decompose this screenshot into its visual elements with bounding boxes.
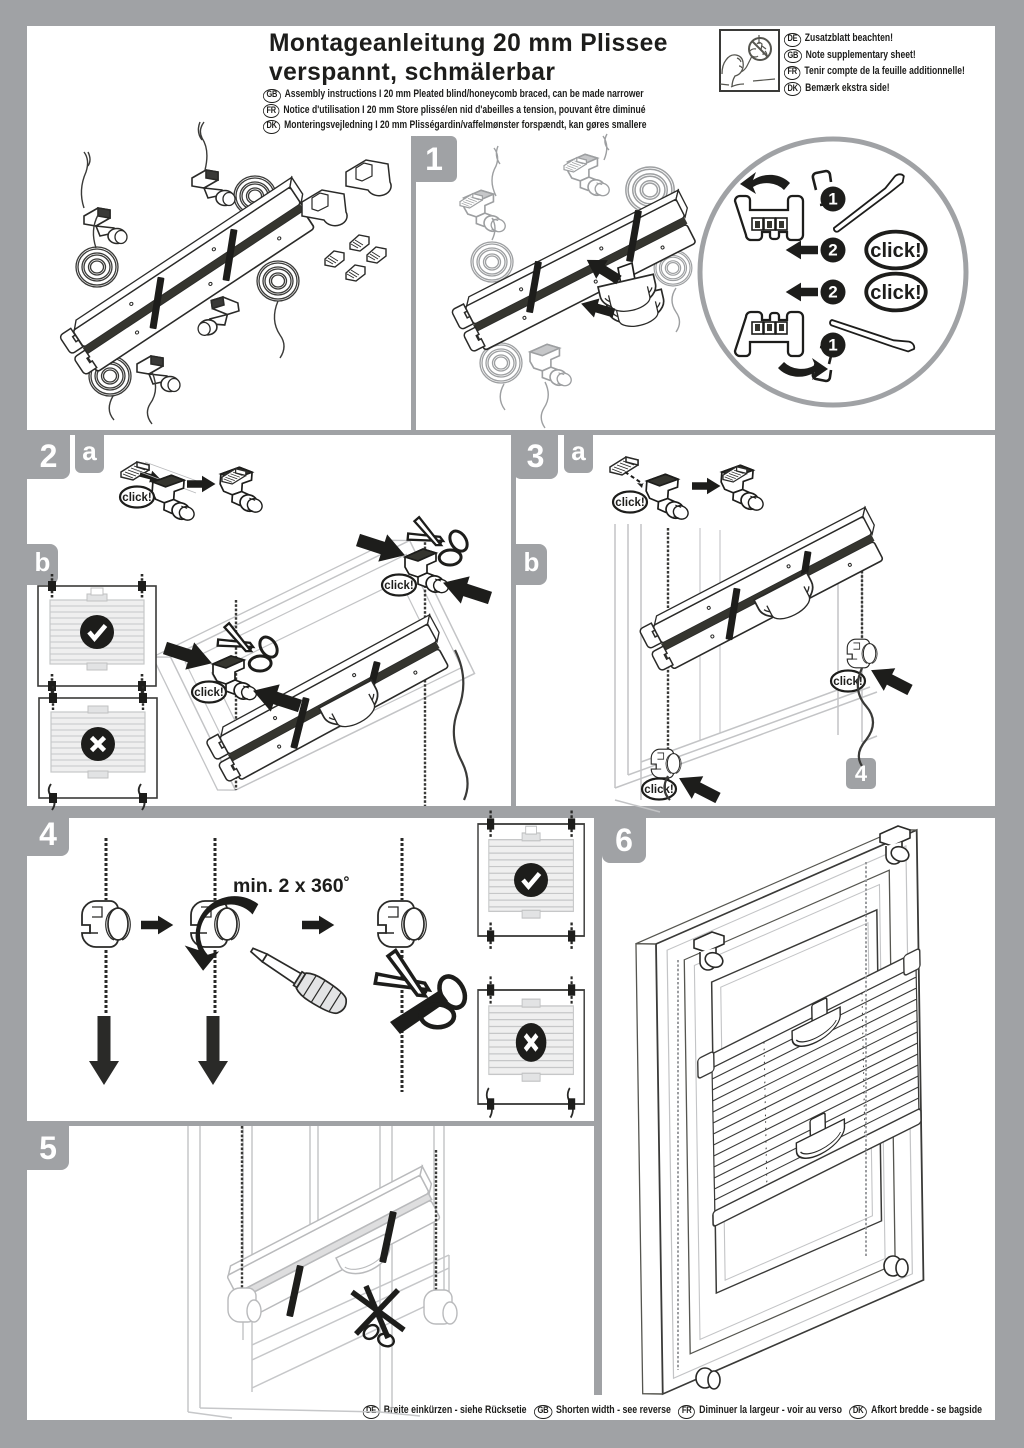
svg-text:2: 2 xyxy=(828,283,837,302)
svg-text:min. 2 x 360˚: min. 2 x 360˚ xyxy=(233,874,350,897)
svg-text:1: 1 xyxy=(828,336,837,355)
svg-text:2: 2 xyxy=(828,241,837,260)
svg-text:1: 1 xyxy=(828,190,837,209)
